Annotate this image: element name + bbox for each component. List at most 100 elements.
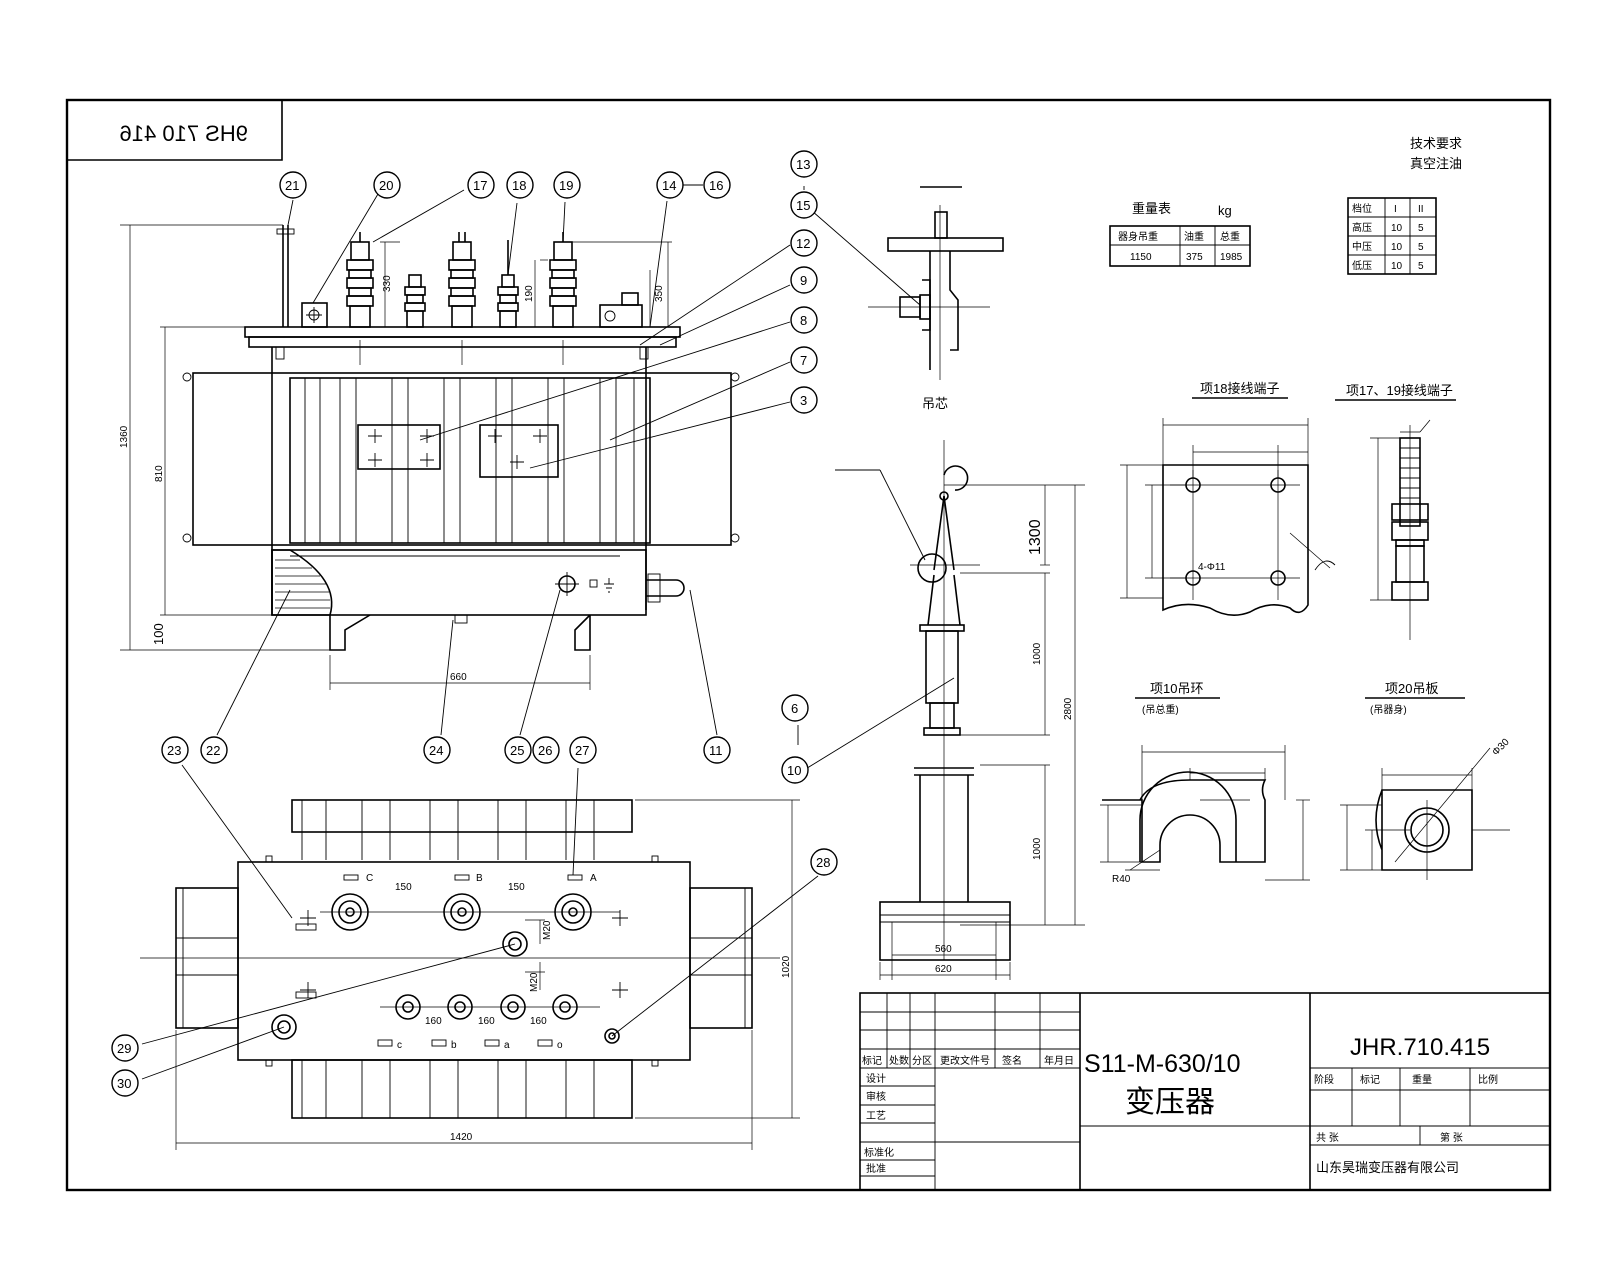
balloon-8: 8 [790, 306, 818, 334]
svg-text:3: 3 [800, 393, 807, 408]
nameplate-left [357, 424, 441, 470]
tap-table: 档位 I II 高压 10 5 中压 10 5 低压 10 5 [1347, 197, 1437, 275]
dim-lift-1300: 1300 [1027, 519, 1044, 555]
balloons: 21 20 17 18 19 14 16 12 9 8 7 3 23 22 24… [111, 150, 838, 1097]
dim-lift-base-w1: 560 [935, 944, 952, 955]
svg-text:12: 12 [796, 236, 810, 251]
dim-base-height: 100 [151, 623, 166, 645]
phase-hv-a: A [590, 873, 597, 884]
balloon-12: 12 [790, 229, 818, 257]
tap-r2c0: 中压 [1352, 240, 1372, 253]
company-name: 山东昊瑞变压器有限公司 [1316, 1160, 1459, 1175]
tap-r0c1: I [1394, 204, 1397, 215]
nameplate-right [479, 424, 559, 478]
svg-text:10: 10 [787, 763, 801, 778]
dim-lift-total: 2800 [1063, 697, 1074, 720]
plan-lv-bushings [380, 994, 600, 1020]
balloon-16: 16 [703, 171, 731, 199]
tap-r0c2: II [1418, 204, 1424, 215]
svg-text:27: 27 [575, 743, 589, 758]
tap-r0c0: 档位 [1352, 202, 1372, 215]
phase-lv-b: b [451, 1040, 457, 1051]
lv-bushings [404, 240, 519, 328]
balloon-13: 13 [790, 150, 818, 178]
balloon-23: 23 [161, 736, 189, 764]
weight-h1: 器身吊重 [1118, 230, 1158, 243]
balloon-17: 17 [467, 171, 495, 199]
rev-col-2: 分区 [912, 1055, 932, 1067]
role-design: 设计 [866, 1072, 886, 1085]
tap-r3c0: 低压 [1352, 259, 1372, 272]
dim-lift-upper: 1000 [1032, 642, 1043, 665]
tap-r3c2: 5 [1418, 261, 1424, 272]
radiator-fins [304, 378, 635, 543]
sheet-num: 第 张 [1440, 1131, 1463, 1144]
drawing-number: JHR.710.415 [1350, 1034, 1490, 1061]
tech-req-title: 技术要求 [1410, 136, 1462, 151]
balloon-14: 14 [656, 171, 684, 199]
tap-r1c0: 高压 [1352, 221, 1372, 234]
svg-text:8: 8 [800, 313, 807, 328]
plan-cover [237, 861, 691, 1061]
balloon-22: 22 [200, 736, 228, 764]
svg-text:22: 22 [206, 743, 220, 758]
rev-col-4: 签名 [1002, 1054, 1022, 1067]
terminal-17-19-title: 项17、19接线端子 [1346, 383, 1453, 398]
ring-10-subtitle: (吊总重) [1142, 703, 1179, 716]
dim-lift-lower: 1000 [1032, 837, 1043, 860]
balloon-24: 24 [423, 736, 451, 764]
balloon-15: 15 [790, 191, 818, 219]
tap-r1c2: 5 [1418, 223, 1424, 234]
title-block: 标记 处数 分区 更改文件号 签名 年月日 设计 审核 工艺 标准化 批准 S1… [859, 992, 1551, 1191]
drawing-ref-mirrored: 9HS 710 416 [120, 121, 248, 146]
weight-h2: 油重 [1184, 230, 1204, 243]
dim-wheel-track: 660 [450, 672, 467, 683]
tap-r2c2: 5 [1418, 242, 1424, 253]
dim-top-depth: 1020 [781, 955, 792, 978]
svg-text:17: 17 [473, 178, 487, 193]
balloon-19: 19 [553, 171, 581, 199]
plate-20-title: 项20吊板 [1385, 681, 1438, 696]
svg-text:24: 24 [429, 743, 443, 758]
tap-r3c1: 10 [1391, 261, 1403, 272]
balloon-25: 25 [504, 736, 532, 764]
role-process: 工艺 [866, 1110, 886, 1122]
balloon-30: 30 [111, 1069, 139, 1097]
balloon-28: 28 [810, 848, 838, 876]
dim-hv-bushing: 330 [382, 275, 393, 292]
terminal-18-title: 项18接线端子 [1200, 381, 1279, 396]
balloon-3: 3 [790, 386, 818, 414]
balloon-27: 27 [569, 736, 597, 764]
front-elevation-view: 1360 810 100 660 330 190 350 [119, 224, 740, 690]
tech-req-subtitle: 真空注油 [1410, 156, 1462, 171]
terminal-18-detail: 项18接线端子 4-Φ11 [1120, 381, 1336, 616]
leader-lines [141, 184, 955, 1080]
front-dimensions [120, 224, 672, 690]
phase-lv-a: a [504, 1040, 510, 1051]
balloon-11: 11 [703, 736, 731, 764]
svg-text:26: 26 [538, 743, 552, 758]
dim-oil-conservator: 350 [654, 285, 665, 302]
phase-lv-c: c [397, 1040, 402, 1051]
dim-lv-bushing: 190 [524, 285, 535, 302]
dim-hole: 4-Φ11 [1198, 562, 1226, 573]
lifting-diagram: 吊芯 [835, 396, 1085, 980]
weight-table-title: 重量表 [1132, 201, 1171, 216]
dim-plate-d: Φ30 [1490, 737, 1512, 759]
stage-h3: 比例 [1478, 1073, 1498, 1086]
weight-v2: 375 [1186, 252, 1203, 263]
stage-h1: 标记 [1360, 1074, 1380, 1086]
weight-h3: 总重 [1220, 230, 1240, 243]
svg-text:23: 23 [167, 743, 181, 758]
tap-r1c1: 10 [1391, 223, 1403, 234]
plan-hv-bushings [320, 893, 620, 931]
rev-col-3: 更改文件号 [940, 1054, 990, 1067]
dim-height-tank: 810 [154, 465, 165, 482]
lifting-plate-20-detail: 项20吊板 (吊器身) Φ30 [1340, 681, 1512, 880]
dim-plan-m20-2: M20 [529, 972, 540, 992]
balloon-20: 20 [373, 171, 401, 199]
svg-text:14: 14 [662, 178, 676, 193]
dim-hv-spacing-1: 150 [395, 882, 412, 893]
ring-10-title: 项10吊环 [1150, 681, 1203, 696]
svg-text:9: 9 [800, 273, 807, 288]
